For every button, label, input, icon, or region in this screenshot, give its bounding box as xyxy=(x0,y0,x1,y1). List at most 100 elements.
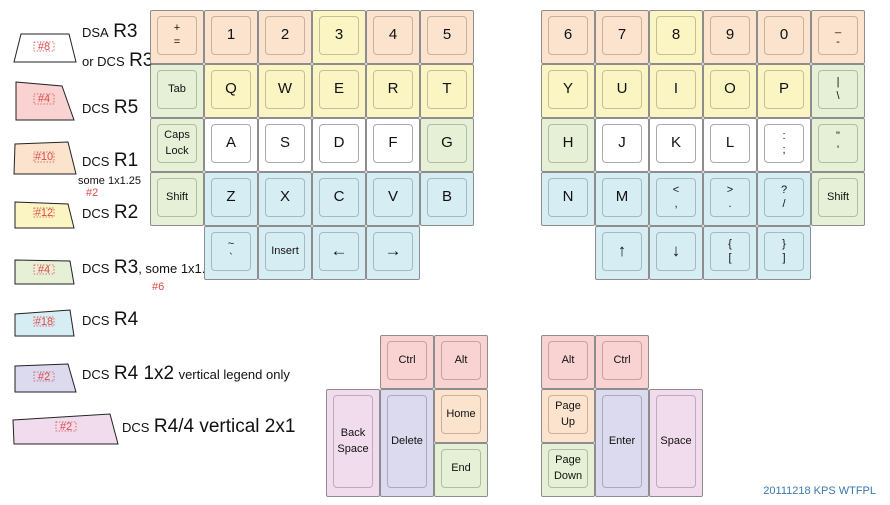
key-face: 9 xyxy=(710,16,750,55)
legend-count: #18 xyxy=(35,316,53,328)
key-legend: ] xyxy=(782,251,786,264)
legend-label-r4: DCS R4 xyxy=(82,309,138,331)
key-face: T xyxy=(427,70,467,109)
key-face: Space xyxy=(656,395,696,488)
key-legend: 2 xyxy=(280,26,290,44)
key-insert: Insert xyxy=(258,226,312,280)
key-m: M xyxy=(595,172,649,226)
key-tab: Tab xyxy=(150,64,204,118)
key-legend: " xyxy=(836,130,840,143)
key-legend: J xyxy=(618,134,626,152)
key-legend: → xyxy=(384,241,402,261)
legend-keycap-shape xyxy=(14,201,75,229)
key-legend: P xyxy=(778,80,789,98)
key-t: T xyxy=(420,64,474,118)
key-quote: "' xyxy=(811,118,865,172)
key-legend: Lock xyxy=(165,144,189,157)
legend-count: #4 xyxy=(38,264,50,276)
key-legend: ? xyxy=(780,184,788,197)
key-legend: 3 xyxy=(334,26,344,44)
key-legend: Tab xyxy=(168,82,186,95)
key-face: N xyxy=(548,178,588,217)
legend-legend-area xyxy=(33,41,55,52)
key-legend: A xyxy=(225,134,236,152)
key-legend: Alt xyxy=(454,353,468,366)
key-face: L xyxy=(710,124,750,163)
key-6: 6 xyxy=(541,10,595,64)
key-9: 9 xyxy=(703,10,757,64)
key-face: E xyxy=(319,70,359,109)
key-u: U xyxy=(595,64,649,118)
legend-text-part: or DCS xyxy=(82,54,125,69)
key-n: N xyxy=(541,172,595,226)
key-legend: M xyxy=(615,188,629,206)
key-shift-left: Shift xyxy=(150,172,204,226)
key-face: P xyxy=(764,70,804,109)
key-4: 4 xyxy=(366,10,420,64)
key-legend: T xyxy=(442,80,452,98)
key-legend: R xyxy=(387,80,399,98)
key-legend: = xyxy=(173,35,181,48)
legend-swatch-r5: #4 xyxy=(15,81,75,121)
legend-count: #12 xyxy=(35,207,53,219)
legend-label-r4-1x2: DCS R4 1x2 vertical legend only xyxy=(82,363,290,385)
key-face: J xyxy=(602,124,642,163)
key-legend: Space xyxy=(337,442,369,455)
key-face: S xyxy=(265,124,305,163)
key-8: 8 xyxy=(649,10,703,64)
key-legend: B xyxy=(441,188,452,206)
key-legend: Y xyxy=(562,80,573,98)
key-legend: V xyxy=(387,188,398,206)
legend-label-r3: DCS R3, some 1x1.25 xyxy=(82,257,220,279)
key-legend: 0 xyxy=(779,26,789,44)
key-legend: O xyxy=(724,80,736,98)
legend-text-part: DCS xyxy=(82,367,110,382)
key-legend: D xyxy=(333,134,345,152)
key-legend: Up xyxy=(560,415,576,428)
key-face: Shift xyxy=(818,178,858,217)
legend-text-part: DCS xyxy=(82,154,110,169)
legend-label-r1: DCS R1 xyxy=(82,150,138,172)
key-face: K xyxy=(656,124,696,163)
key-legend: } xyxy=(782,238,786,251)
key-legend: > xyxy=(726,184,734,197)
key-legend: Home xyxy=(446,407,476,420)
key-w: W xyxy=(258,64,312,118)
key-face: Ctrl xyxy=(602,341,642,380)
legend-label-r2: DCS R2 xyxy=(82,202,138,224)
legend-text-part: DSA xyxy=(82,25,109,40)
key-legend: W xyxy=(277,80,293,98)
key-face: 1 xyxy=(211,16,251,55)
key-left-arrow: ← xyxy=(312,226,366,280)
key-face: A xyxy=(211,124,251,163)
key-face: End xyxy=(441,449,481,488)
key-h: H xyxy=(541,118,595,172)
legend-text-part: R1 xyxy=(113,150,139,171)
key-legend: - xyxy=(836,35,840,48)
legend-text-part: R3 xyxy=(129,50,154,71)
legend-text-part: DCS xyxy=(82,206,110,221)
key-face: 4 xyxy=(373,16,413,55)
key-face: Y xyxy=(548,70,588,109)
key-legend: C xyxy=(333,188,345,206)
key-legend: S xyxy=(279,134,290,152)
key-face: 0 xyxy=(764,16,804,55)
key-legend: ~ xyxy=(227,238,235,251)
key-legend: U xyxy=(616,80,628,98)
legend-text-part: R4/4 vertical 2x1 xyxy=(153,416,296,437)
legend-legend-area xyxy=(33,207,55,218)
key-end: End xyxy=(434,443,488,497)
key-2: 2 xyxy=(258,10,312,64)
key-face: D xyxy=(319,124,359,163)
key-face: }] xyxy=(764,232,804,271)
legend-text-part: R2 xyxy=(113,202,139,223)
key-legend: Ctrl xyxy=(398,353,416,366)
key-legend: 6 xyxy=(563,26,573,44)
legend-legend-area xyxy=(33,316,55,327)
key-legend: . xyxy=(728,197,732,210)
legend-text-part: vertical legend only xyxy=(178,367,290,382)
